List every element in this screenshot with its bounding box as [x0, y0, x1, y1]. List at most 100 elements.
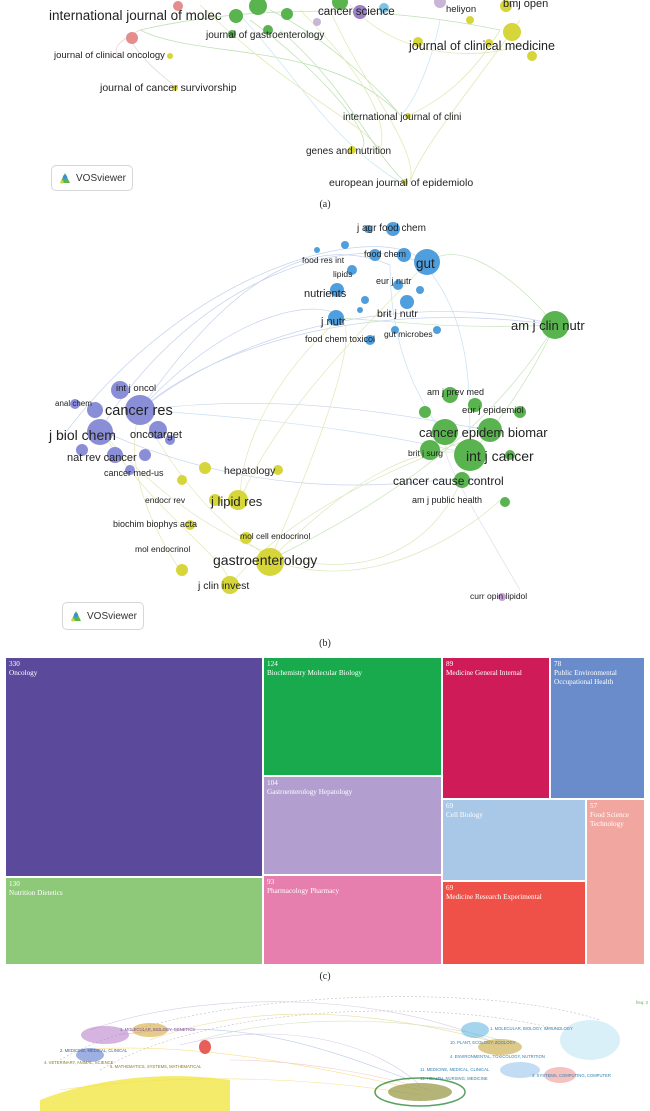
node-label: anal chem — [55, 399, 92, 408]
panel-a-network: international journal of molec cancer sc… — [49, 0, 555, 189]
panel-d-dual-map: freq: 3 1. MOLECULAR, BIOLOGY, GENETICS … — [40, 996, 649, 1111]
dual-map-label: 5. MATHEMATICS, SYSTEMS, MATHEMATICAL — [110, 1064, 202, 1069]
dual-map-label: 4. ENVIRONMENTAL, TOXICOLOGY, NUTRITION — [450, 1054, 545, 1059]
node-label: curr opin lipidol — [470, 591, 527, 601]
node-label: j lipid res — [210, 494, 263, 509]
node-label: am j clin nutr — [511, 318, 585, 333]
node-label: oncotarget — [130, 429, 182, 441]
figure-label-b: (b) — [319, 638, 331, 649]
node-label: am j prev med — [427, 387, 484, 397]
node-label: nutrients — [304, 288, 347, 300]
treemap-tile-medicine-research: 69 Medicine Research Experimental — [443, 882, 585, 964]
tile-count: 78 — [554, 660, 562, 668]
panel-b-nodes — [70, 222, 569, 601]
treemap-tile-medicine-general: 89 Medicine General Internal — [443, 658, 549, 798]
node-label: journal of clinical medicine — [408, 39, 555, 53]
node-label: cancer epidem biomar — [419, 425, 548, 440]
tile-label: Medicine Research Experimental — [446, 893, 542, 901]
node-label: heliyon — [446, 4, 476, 15]
node-label: genes and nutrition — [306, 146, 391, 157]
node-label: cancer cause control — [393, 474, 504, 488]
tile-label: Oncology — [9, 669, 38, 677]
node-label: j biol chem — [48, 427, 116, 443]
panel-a-nodes — [126, 0, 537, 185]
node-label: gastroenterology — [213, 552, 317, 568]
node-label: food chem — [364, 249, 406, 259]
node-label: mol endocrinol — [135, 544, 190, 554]
dual-map-label: 12. HEALTH, NURSING, MEDICINE — [420, 1076, 488, 1081]
node-label: gut — [416, 256, 435, 271]
treemap-tile-cell-biology: 69 Cell Biology — [443, 800, 585, 880]
node-label: food res int — [302, 255, 345, 265]
panel-a-labels: international journal of molec cancer sc… — [49, 0, 555, 189]
node-label: international journal of molec — [49, 8, 222, 23]
node-label: j nutr — [320, 316, 346, 328]
node-label: gut microbes — [384, 329, 433, 339]
treemap-tile-oncology: 330 Oncology — [6, 658, 262, 876]
node-label: cancer science — [318, 6, 395, 18]
tile-count: 69 — [446, 802, 454, 810]
dual-map-clusters — [40, 1020, 620, 1111]
dual-map-label: 3. SYSTEMS, COMPUTING, COMPUTER — [532, 1073, 611, 1078]
node-label: european journal of epidemiolo — [329, 177, 473, 189]
tile-label: Pharmacology Pharmacy — [267, 887, 340, 895]
panel-c-treemap: 330 Oncology 124 Biochemistry Molecular … — [6, 658, 644, 964]
tile-label: Nutrition Dietetics — [9, 889, 63, 897]
node-label: brit j nutr — [377, 308, 418, 320]
node-label: nat rev cancer — [67, 452, 137, 464]
dual-map-label: 11. MEDICINE, MEDICAL, CLINICAL — [420, 1067, 490, 1072]
node-label: eur j nutr — [376, 276, 412, 286]
tile-label: Gastroenterology Hepatology — [267, 788, 353, 796]
tile-label: Medicine General Internal — [446, 669, 522, 677]
dual-map-label: 10. PLANT, ECOLOGY, ZOOLOGY — [450, 1040, 516, 1045]
tile-count: 104 — [267, 779, 278, 787]
dual-map-labels: freq: 3 1. MOLECULAR, BIOLOGY, GENETICS … — [44, 1000, 649, 1081]
node-label: am j public health — [412, 495, 482, 505]
treemap-tile-biochemistry: 124 Biochemistry Molecular Biology — [264, 658, 441, 775]
corner-text: freq: 3 — [636, 1000, 649, 1005]
tile-label: Food Science Technology — [590, 811, 629, 828]
vosviewer-logo-icon — [60, 173, 70, 184]
panel-a-links — [115, 4, 521, 183]
treemap-tile-public-health: 78 Public Environmental Occupational Hea… — [551, 658, 644, 798]
tile-count: 57 — [590, 802, 598, 810]
node-label: j agr food chem — [356, 223, 426, 234]
node-label: j clin invest — [197, 580, 249, 592]
tile-count: 330 — [9, 660, 20, 668]
node-label: international journal of clini — [343, 112, 461, 123]
figure-label-c: (c) — [319, 971, 331, 982]
tile-count: 93 — [267, 878, 275, 886]
figure-label-a: (a) — [319, 199, 331, 210]
tile-label: Public Environmental Occupational Health — [554, 669, 617, 686]
tile-count: 69 — [446, 884, 454, 892]
vosviewer-badge-b: VOSviewer — [62, 602, 145, 630]
node-label: int j cancer — [466, 448, 534, 464]
node-label: cancer res — [105, 403, 173, 419]
node-label: bmj open — [503, 0, 548, 10]
node-label: eur j epidemiol — [462, 405, 524, 416]
node-label: hepatology — [224, 465, 276, 477]
panel-b-network: j agr food chem food chem food res int g… — [48, 222, 585, 601]
treemap-tile-food-science: 57 Food Science Technology — [587, 800, 644, 964]
vosviewer-badge-text: VOSviewer — [87, 610, 138, 622]
node-label: mol cell endocrinol — [240, 531, 311, 541]
node-label: journal of clinical oncology — [53, 50, 165, 61]
tile-label: Biochemistry Molecular Biology — [267, 669, 363, 677]
vosviewer-logo-icon — [71, 611, 81, 622]
dual-map-label: 4. VETERINARY, ANIMAL, SCIENCE — [44, 1060, 114, 1065]
node-label: food chem toxicol — [305, 334, 375, 344]
vosviewer-badge: VOSviewer — [51, 165, 134, 191]
tile-count: 130 — [9, 880, 20, 888]
dual-map-label: 1. MOLECULAR, BIOLOGY, GENETICS — [120, 1027, 195, 1032]
tile-count: 89 — [446, 660, 454, 668]
node-label: journal of cancer survivorship — [99, 82, 237, 94]
treemap-tile-nutrition: 130 Nutrition Dietetics — [6, 878, 262, 964]
node-label: biochim biophys acta — [113, 519, 197, 529]
node-label: lipids — [333, 269, 352, 279]
panel-b-labels: j agr food chem food chem food res int g… — [48, 223, 585, 601]
tile-label: Cell Biology — [446, 811, 483, 819]
node-label: int j oncol — [116, 383, 156, 394]
tile-count: 124 — [267, 660, 278, 668]
dual-map-label: 2. MEDICINE, MEDICAL, CLINICAL — [60, 1048, 128, 1053]
treemap-tile-pharmacology: 93 Pharmacology Pharmacy — [264, 876, 441, 964]
